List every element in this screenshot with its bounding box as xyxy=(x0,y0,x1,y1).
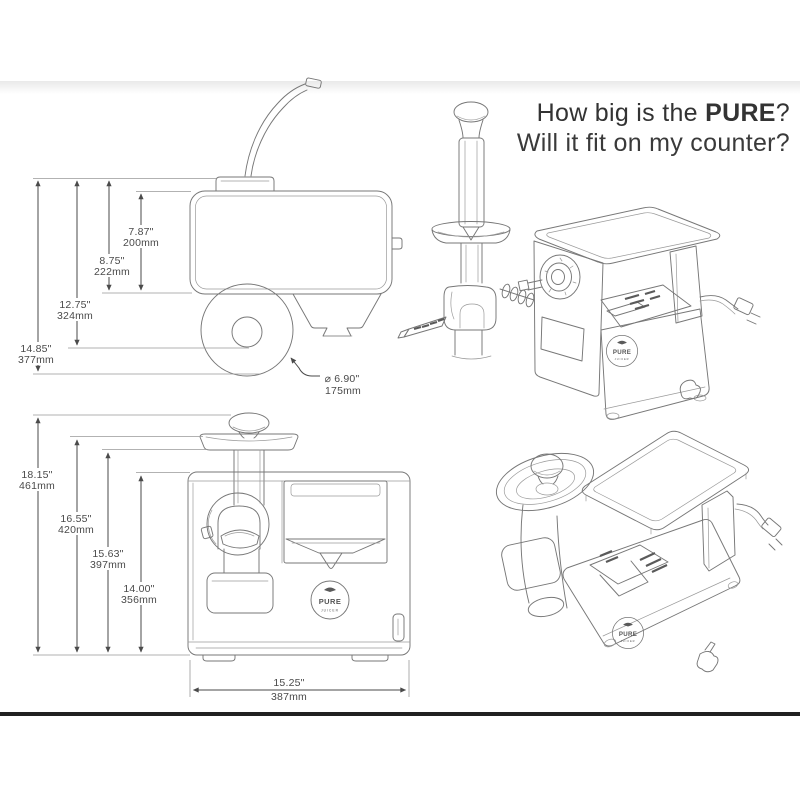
logo-badge-front-view: PURE JUICER xyxy=(310,580,350,620)
feed-assembly-drawing xyxy=(397,101,535,360)
front-view-dimensions: 18.15" 461mm 16.55" 420mm 15.63" 397mm 1… xyxy=(13,414,410,703)
dim-front-397-in: 15.63" xyxy=(92,548,123,560)
logo-badge-assembly-iso: PURE JUICER xyxy=(612,617,644,649)
dim-diameter-in: ⌀ 6.90" xyxy=(325,373,360,385)
heading: How big is the PURE? Will it fit on my c… xyxy=(517,99,790,158)
dim-front-461-mm: 461mm xyxy=(19,480,55,492)
content-top-edge-shadow xyxy=(0,81,800,94)
top-view-drawing xyxy=(189,77,403,377)
dim-top-377-mm: 377mm xyxy=(18,354,54,366)
dim-top-200-in: 7.87" xyxy=(128,226,153,238)
machine-iso-drawing: PURE JUICER xyxy=(517,206,761,420)
logo-brand-text: PURE xyxy=(619,631,637,638)
top-view-dimensions: 7.87" 200mm 8.75" 222mm 12.75" 324mm 14.… xyxy=(12,178,361,397)
heading-line1: How big is the PURE? xyxy=(517,99,790,128)
dim-top-222-mm: 222mm xyxy=(94,266,130,278)
dim-width-mm: 387mm xyxy=(271,691,307,703)
heading-line1-prefix: How big is the xyxy=(536,99,706,127)
bottom-divider-bar xyxy=(0,712,800,716)
dim-front-356-mm: 356mm xyxy=(121,594,157,606)
dim-top-222-in: 8.75" xyxy=(99,255,124,267)
heading-line2: Will it fit on my counter? xyxy=(516,129,790,157)
assembly-iso-drawing: PURE JUICER xyxy=(495,430,783,673)
dim-front-420-mm: 420mm xyxy=(58,524,94,536)
dim-top-200-mm: 200mm xyxy=(123,237,159,249)
logo-brand-text: PURE xyxy=(319,597,341,606)
wheel-disc xyxy=(200,283,294,377)
dim-front-356-in: 14.00" xyxy=(123,583,154,595)
dim-top-324-mm: 324mm xyxy=(57,310,93,322)
heading-brand: PURE xyxy=(705,99,776,127)
dim-front-397-mm: 397mm xyxy=(90,559,126,571)
logo-brand-text: PURE xyxy=(613,349,631,356)
dim-front-420-in: 16.55" xyxy=(60,513,91,525)
dim-front-461-in: 18.15" xyxy=(21,469,52,481)
dim-diameter-mm: 175mm xyxy=(325,385,361,397)
logo-sub-text: JUICER xyxy=(621,639,636,643)
logo-sub-text: JUICER xyxy=(615,357,630,361)
logo-badge-machine-iso: PURE JUICER xyxy=(606,335,638,367)
dim-top-377-in: 14.85" xyxy=(20,343,51,355)
logo-sub-text: JUICER xyxy=(321,609,339,613)
dim-top-324-in: 12.75" xyxy=(59,299,90,311)
front-view-drawing: PURE JUICER xyxy=(187,412,411,662)
dim-width-in: 15.25" xyxy=(273,677,304,689)
heading-line1-suffix: ? xyxy=(775,99,790,127)
